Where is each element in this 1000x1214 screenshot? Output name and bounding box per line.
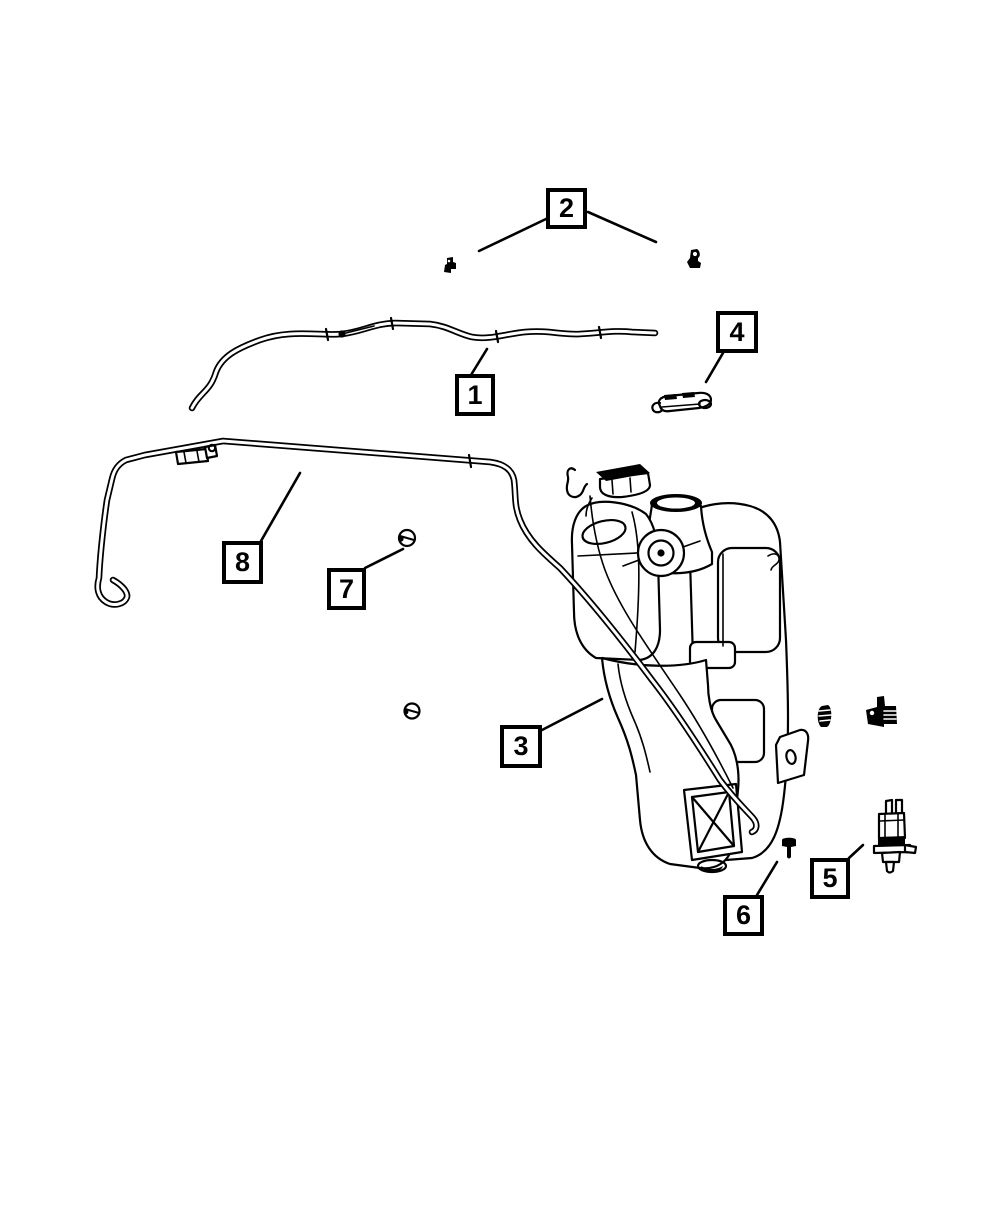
callout-box-8: 8 <box>222 541 263 584</box>
leader-line-1 <box>469 347 489 377</box>
callout-label-5: 5 <box>822 863 838 893</box>
callout-label-8: 8 <box>234 547 251 577</box>
rear-washer-hose <box>94 437 760 836</box>
leader-line-2-right <box>586 210 658 244</box>
grommet-screw-lower <box>403 702 421 720</box>
callout-label-2: 2 <box>558 193 575 223</box>
leader-line-5 <box>847 843 865 860</box>
callout-label-1: 1 <box>467 379 483 410</box>
leader-lines <box>259 210 865 897</box>
callout-box-4: 4 <box>716 311 758 353</box>
callout-box-1: 1 <box>455 374 495 416</box>
callout-box-5: 5 <box>810 858 850 899</box>
leader-line-3 <box>540 697 604 732</box>
hose-clip-right <box>687 249 701 268</box>
callout-box-6: 6 <box>723 895 764 936</box>
callout-box-7: 7 <box>327 568 366 610</box>
callout-label-6: 6 <box>735 900 752 930</box>
pump-grommet <box>817 705 832 727</box>
washer-pump <box>872 798 918 874</box>
callout-label-7: 7 <box>338 573 355 604</box>
mounting-screw <box>782 837 796 859</box>
callout-label-3: 3 <box>513 731 529 761</box>
washer-reservoir <box>565 464 810 874</box>
leader-line-7 <box>363 547 405 570</box>
pump-connector <box>866 696 897 727</box>
reservoir-cap <box>651 391 713 414</box>
callout-box-3: 3 <box>500 725 542 768</box>
hose-clip-left <box>444 257 456 273</box>
callout-label-4: 4 <box>729 316 745 347</box>
callout-box-2: 2 <box>546 188 587 229</box>
grommet-screw-upper <box>397 528 417 548</box>
hose-inline-connector <box>174 443 219 466</box>
front-washer-hose <box>188 316 659 412</box>
leader-line-4 <box>704 351 725 384</box>
leader-line-8 <box>259 471 302 543</box>
leader-line-6 <box>755 860 779 897</box>
vent-hose <box>589 495 734 789</box>
leader-line-2-left <box>477 217 548 253</box>
